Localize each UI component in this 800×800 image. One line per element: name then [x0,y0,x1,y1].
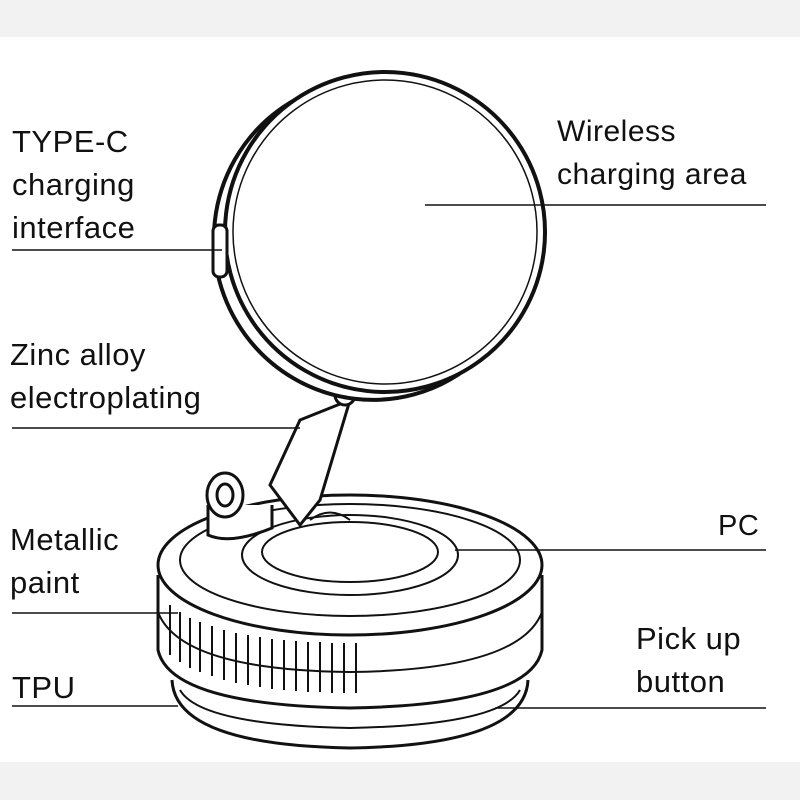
label-line: TYPE-C [12,124,129,159]
label-pc: PC [718,510,760,542]
leader-lines [12,204,766,709]
label-pick-up-button: Pick up button [636,617,741,703]
label-line: charging [12,167,135,202]
label-line: charging area [557,158,747,191]
label-wireless-charging-area: Wireless charging area [557,110,747,196]
label-type-c: TYPE-C charging interface [12,120,135,249]
wireless-charging-disc [211,70,547,402]
label-line: Zinc alloy [10,337,146,372]
label-tpu: TPU [12,670,76,705]
label-line: Metallic [10,522,120,557]
bottom-band [0,762,800,800]
type-c-port [211,223,229,279]
label-line: paint [10,565,80,600]
label-line: Wireless [557,115,677,148]
label-metallic-paint: Metallic paint [10,518,119,604]
label-line: button [636,664,726,699]
label-line: Pick up [636,621,742,656]
label-line: interface [12,210,136,245]
top-band [0,0,800,37]
stand-arm [205,383,357,541]
label-line: electroplating [10,380,202,415]
label-zinc-alloy: Zinc alloy electroplating [10,333,201,419]
